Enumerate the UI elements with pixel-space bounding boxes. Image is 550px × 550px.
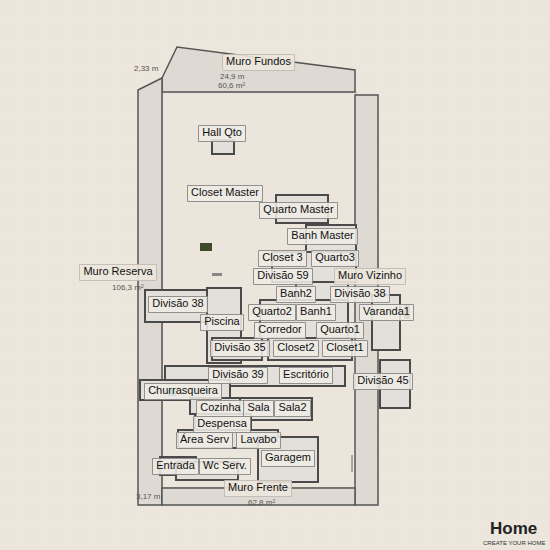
room-label: Despensa (193, 416, 251, 433)
wall-label: Muro Vizinho (334, 268, 406, 285)
room-name: Quarto2 (249, 305, 295, 318)
room-label: Divisão 38 (148, 296, 208, 313)
room-label: Divisão 39 (208, 367, 268, 384)
room-name: Hall Qto (199, 126, 245, 139)
room-name: Banh1 (297, 305, 335, 318)
room-name: Banh2 (277, 287, 315, 300)
room-name: Closet 3 (259, 251, 306, 264)
room-label: Closet 3 (258, 250, 307, 267)
room-name: Muro Reserva (80, 265, 156, 278)
room-label: Piscina (200, 314, 244, 331)
room-label: Divisão 35 (210, 340, 270, 357)
room-name: Área Serv (177, 433, 232, 446)
dimension-label: 106,3 m² (112, 283, 144, 292)
brand-mark: Home (490, 519, 537, 538)
room-name: Divisão 35 (211, 341, 269, 354)
room-name: Escritório (280, 368, 332, 381)
room-label: Divisão 38 (330, 286, 390, 303)
room-label: Banh Master (287, 228, 358, 245)
room-label: Cozinha (196, 400, 245, 417)
room-name: Banh Master (288, 229, 357, 242)
room-name: Varanda1 (360, 305, 413, 318)
room-name: Quarto3 (312, 251, 358, 264)
room-name: Wc Serv. (200, 459, 250, 472)
room-label: Banh1 (296, 304, 336, 321)
room-label: Entrada (152, 458, 199, 475)
room-name: Divisão 45 (354, 374, 412, 387)
room-label: Closet2 (273, 340, 319, 357)
room-label: Corredor (254, 322, 306, 339)
dimension-label: 24,9 m (220, 72, 244, 81)
wall-label: Muro Reserva (79, 264, 157, 281)
room-label: Closet1 (322, 340, 368, 357)
room-label: Hall Qto (198, 125, 246, 142)
room-label: Garagem (261, 450, 315, 467)
room-name: Closet1 (323, 341, 367, 354)
room-label: Quarto3 (311, 250, 359, 267)
room-name: Closet Master (188, 186, 262, 199)
room-label: Área Serv (176, 432, 233, 449)
room-label: Quarto Master (259, 202, 338, 219)
room-name: Divisão 59 (254, 269, 312, 282)
room-label: Wc Serv. (199, 458, 251, 475)
room-name: Muro Vizinho (335, 269, 405, 282)
room-name: Lavabo (237, 433, 280, 446)
room-name: Sala (244, 401, 273, 414)
room-name: Corredor (255, 323, 305, 336)
room-label: Escritório (279, 367, 333, 384)
room-name: Piscina (201, 315, 243, 328)
room-label: Divisão 59 (253, 268, 313, 285)
room-label: Varanda1 (359, 304, 414, 321)
room-name: Cozinha (197, 401, 244, 414)
room-name: Quarto Master (260, 203, 337, 216)
brand-mark: CREATE YOUR HOME (483, 540, 545, 547)
room-name: Quarto1 (317, 323, 363, 336)
room-name: Sala2 (275, 401, 310, 414)
dimension-label: 2,33 m (134, 64, 158, 73)
room-label: Divisão 45 (353, 373, 413, 390)
room-label: Banh2 (276, 286, 316, 303)
room-name: Muro Fundos (223, 55, 294, 68)
room-name: Churrasqueira (145, 384, 221, 397)
room-label: Churrasqueira (144, 383, 222, 400)
wall-label: Muro Frente (224, 480, 292, 497)
room-label: Quarto1 (316, 322, 364, 339)
room-label: Sala (243, 400, 274, 417)
dimension-label: 3,17 m (136, 492, 160, 501)
room-name: Muro Frente (225, 481, 291, 494)
wall-label: Muro Fundos (222, 54, 295, 71)
dimension-label: 60,6 m² (218, 81, 245, 90)
room-name: Despensa (194, 417, 250, 430)
room-name: Closet2 (274, 341, 318, 354)
room-name: Entrada (153, 459, 198, 472)
room-name: Divisão 38 (149, 297, 207, 310)
room-label: Closet Master (187, 185, 263, 202)
room-name: Divisão 39 (209, 368, 267, 381)
room-name: Garagem (262, 451, 314, 464)
room-label: Lavabo (236, 432, 281, 449)
room-name: Divisão 38 (331, 287, 389, 300)
room-label: Quarto2 (248, 304, 296, 321)
room-label: Sala2 (274, 400, 311, 417)
dimension-label: 62,8 m² (248, 498, 275, 507)
